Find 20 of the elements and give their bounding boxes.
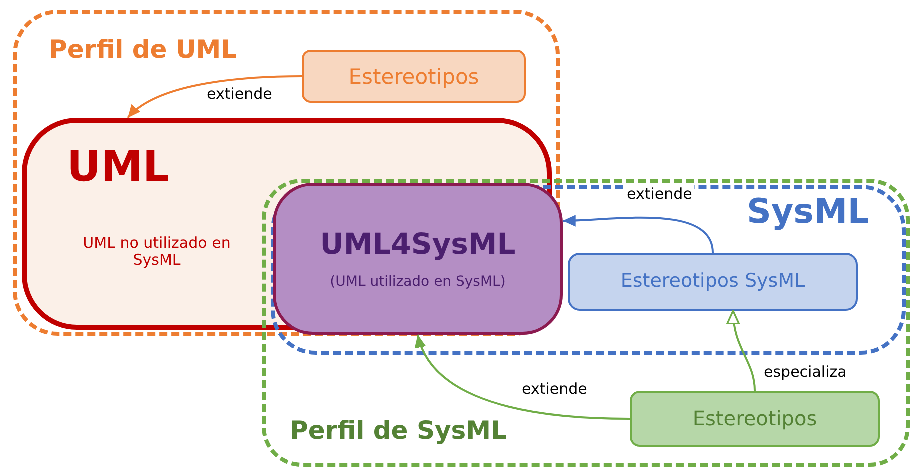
box-label: Estereotipos [692, 408, 818, 430]
stereotype-box [302, 50, 526, 103]
region-title: Perfil de SysML [290, 417, 507, 446]
dashed-region [271, 185, 906, 355]
stereotype-box [630, 391, 880, 447]
box-label: Estereotipos [348, 64, 480, 89]
arrow [727, 310, 756, 392]
box-subtitle: (UML utilizado en SysML) [329, 274, 507, 290]
arrow [127, 76, 302, 119]
box-label: Estereotipos SysML [620, 271, 806, 293]
overlap-box [273, 183, 563, 335]
dashed-region [262, 179, 910, 467]
arrow [416, 334, 630, 420]
region-description: UML no utilizado en SysML [82, 235, 232, 270]
region-title: Perfil de UML [49, 36, 238, 65]
stereotype-box [568, 253, 858, 311]
box-title: UML4SysML [319, 228, 517, 262]
region-title: UML [67, 143, 170, 192]
region-title: SysML [747, 193, 870, 232]
arrow [562, 214, 714, 254]
